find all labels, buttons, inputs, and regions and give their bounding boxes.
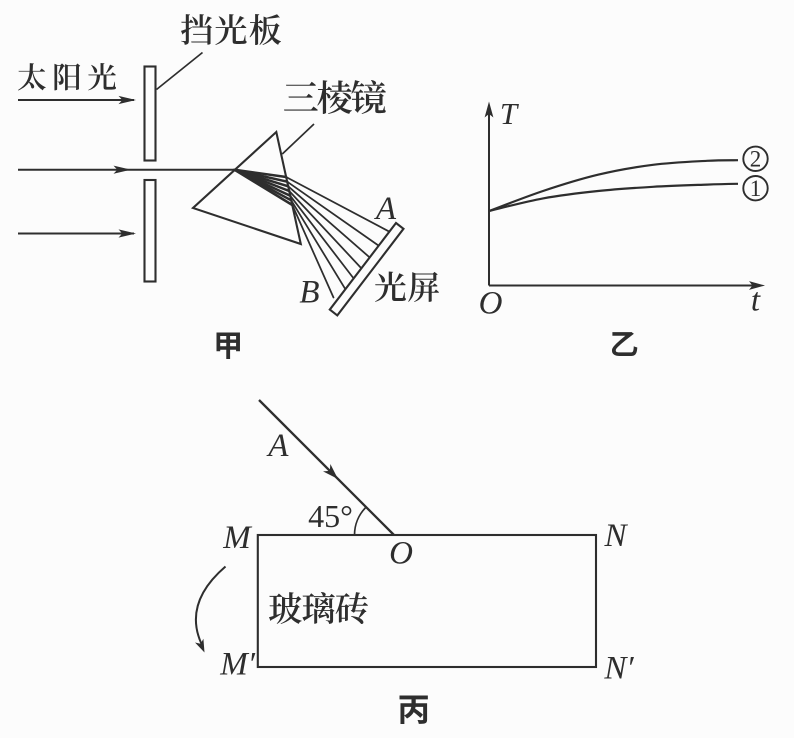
curve-2	[488, 159, 739, 213]
dispersed-ray-external	[288, 190, 365, 272]
figure-jia-caption	[216, 332, 240, 359]
barrier-slat-top	[143, 65, 157, 162]
curve-2-marker-circle	[742, 145, 769, 172]
rotation-arrowhead	[195, 638, 205, 653]
glass-brick	[256, 533, 598, 669]
cjk-glyph-1	[302, 591, 335, 624]
x-axis-arrowhead	[749, 281, 765, 290]
cjk-glyph-0	[284, 81, 318, 111]
point-a-label: A	[374, 191, 397, 227]
rotation-arrow	[194, 565, 227, 645]
temperature-axis-label: T	[500, 96, 520, 131]
prism-leader-line	[281, 123, 315, 155]
cjk-glyph-1	[317, 80, 353, 114]
incident-ray	[258, 399, 395, 536]
cjk-glyph-0	[375, 271, 406, 302]
cjk-labels	[17, 14, 638, 724]
screen-strip	[328, 221, 405, 317]
dispersed-ray-external	[286, 180, 380, 247]
sunlight-arrowhead	[113, 165, 131, 174]
barrier-label	[180, 14, 281, 46]
cjk-glyph-0	[17, 63, 46, 91]
dispersed-ray-external	[291, 204, 335, 299]
dispersed-ray-external	[290, 199, 349, 294]
curve-1-marker-circle	[742, 175, 769, 202]
corner-n-prime-label: N′	[603, 651, 634, 687]
angle-value-label: 45°	[308, 498, 353, 534]
screen-label	[375, 271, 440, 303]
figure-yi-temperature-graph	[484, 101, 769, 290]
dispersed-ray-internal	[233, 168, 294, 207]
point-b-label: B	[299, 275, 319, 311]
angle-arc	[353, 506, 367, 536]
curve-2-digit: 2	[750, 147, 762, 172]
figure-yi-caption	[611, 331, 638, 357]
incident-ray-arrowhead	[323, 464, 338, 479]
origin-label: O	[479, 286, 503, 322]
cjk-glyph-2	[335, 592, 368, 624]
cjk-glyph-1	[408, 271, 440, 303]
y-axis-arrowhead	[484, 101, 494, 118]
corner-n-label: N	[603, 518, 628, 554]
glass-brick-label	[268, 591, 368, 624]
cjk-glyph-0	[268, 592, 302, 624]
sunlight-arrowhead	[118, 95, 136, 105]
figure-bing-caption	[399, 695, 428, 724]
prism-label	[284, 80, 386, 115]
cjk-glyph-2	[249, 14, 281, 46]
cjk-glyph-0	[180, 14, 212, 45]
letter-labels: A B T O t 2 1 A 45° O M N M′ N′	[219, 96, 761, 687]
figure-bing-glass-brick	[194, 399, 598, 669]
cjk-glyph-0	[399, 695, 428, 724]
time-axis-label: t	[751, 283, 761, 319]
corner-m-label: M	[222, 520, 252, 556]
cjk-glyph-1	[215, 14, 247, 45]
barrier-leader-line	[155, 51, 204, 91]
figure-jia-prism-dispersion	[17, 51, 405, 317]
cjk-glyph-2	[88, 62, 117, 91]
dispersed-ray-external	[285, 176, 391, 233]
curve-1	[488, 182, 739, 213]
cjk-glyph-2	[351, 80, 386, 115]
cjk-glyph-0	[216, 332, 240, 359]
sunlight-label	[17, 62, 117, 91]
point-o-label: O	[389, 536, 413, 572]
corner-m-prime-label: M′	[219, 647, 255, 683]
dispersed-ray-external	[289, 194, 357, 283]
curve-1-digit: 1	[750, 176, 762, 201]
cjk-glyph-1	[54, 63, 81, 91]
cjk-glyph-0	[611, 331, 638, 357]
ray-a-label: A	[266, 428, 289, 464]
barrier-slat-bottom	[143, 178, 157, 283]
sunlight-arrowhead	[118, 229, 136, 238]
dispersed-ray-external	[287, 185, 372, 260]
